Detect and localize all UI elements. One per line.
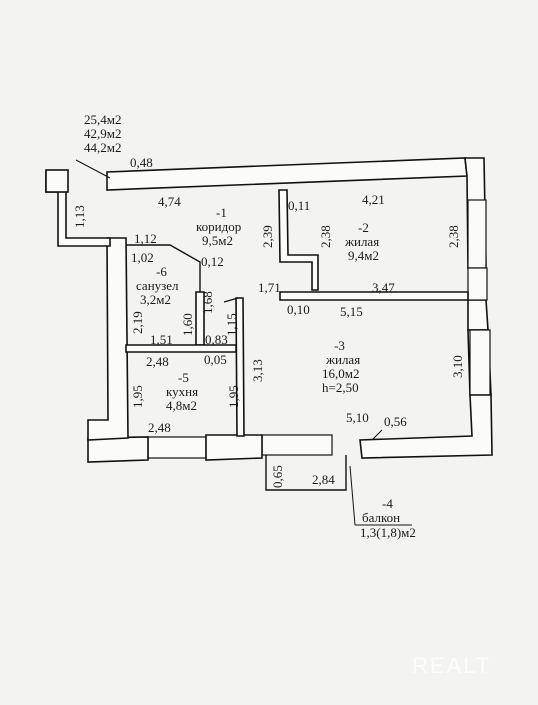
- kitchen-name: кухня: [166, 384, 198, 399]
- kitchen-number: -5: [178, 370, 189, 385]
- total-area-3: 44,2м2: [84, 140, 121, 155]
- dim-0-05: 0,05: [204, 352, 227, 367]
- dim-0-11: 0,11: [288, 198, 310, 213]
- bathroom-bottom-wall: [125, 344, 237, 353]
- left-wall: [87, 237, 129, 441]
- dim-0-83: 0,83: [205, 332, 228, 347]
- dim-4-74: 4,74: [158, 194, 181, 209]
- dim-1-60: 1,60: [180, 313, 195, 336]
- bottom-left-wall: [87, 436, 149, 463]
- dim-3-10: 3,10: [450, 355, 465, 378]
- dim-2-48-b: 2,48: [148, 420, 171, 435]
- balcony-outline: [265, 455, 347, 491]
- living2-name: жилая: [344, 234, 379, 249]
- dim-1-12: 1,12: [134, 231, 157, 246]
- living2-number: -2: [358, 220, 369, 235]
- dim-5-15: 5,15: [340, 304, 363, 319]
- dim-2-38-a: 2,38: [318, 225, 333, 248]
- balcony-leader-line: [349, 465, 356, 526]
- watermark-logo: REALT: [412, 653, 491, 678]
- dim-4-21: 4,21: [362, 192, 385, 207]
- balcony-door: [261, 434, 333, 456]
- dim-0-48: 0,48: [130, 155, 153, 170]
- dim-1-95-a: 1,95: [130, 385, 145, 408]
- dim-2-39: 2,39: [260, 225, 275, 248]
- right-wall-middle: [467, 299, 489, 331]
- dim-1-51: 1,51: [150, 332, 173, 347]
- bottom-right-wall: [359, 394, 493, 459]
- leader-line-056: [371, 429, 383, 441]
- corridor-number: -1: [216, 205, 227, 220]
- total-area-2: 42,9м2: [84, 126, 121, 141]
- dim-0-56: 0,56: [384, 414, 407, 429]
- balcony-name: балкон: [362, 510, 400, 525]
- dim-1-95-b: 1,95: [226, 385, 241, 408]
- partition-corridor-living2: [278, 189, 319, 291]
- dim-1-15: 1,15: [224, 313, 239, 336]
- total-area-1: 25,4м2: [84, 112, 121, 127]
- dim-2-84: 2,84: [312, 472, 335, 487]
- bathroom-number: -6: [156, 264, 167, 279]
- dim-0-10: 0,10: [287, 302, 310, 317]
- dim-0-12: 0,12: [201, 254, 224, 269]
- dim-2-38-b: 2,38: [446, 225, 461, 248]
- dim-3-47: 3,47: [372, 280, 395, 295]
- window-right-upper: [467, 199, 487, 269]
- dim-1-13: 1,13: [72, 205, 87, 228]
- living3-area: 16,0м2: [322, 366, 359, 381]
- leader-line-area: [75, 159, 111, 179]
- balcony-area: 1,3(1,8)м2: [360, 525, 416, 540]
- dim-2-19: 2,19: [130, 311, 145, 334]
- living2-area: 9,4м2: [348, 248, 379, 263]
- bathroom-name: санузел: [136, 278, 179, 293]
- dim-5-10: 5,10: [346, 410, 369, 425]
- top-wall: [106, 157, 468, 191]
- bottom-wall-middle: [205, 434, 263, 461]
- dim-3-13: 3,13: [250, 359, 265, 382]
- dim-1-02: 1,02: [131, 250, 154, 265]
- partition-living2-living3: [279, 291, 469, 301]
- dim-1-68: 1,68: [200, 291, 215, 314]
- living3-number: -3: [334, 338, 345, 353]
- window-bottom-kitchen: [147, 436, 207, 459]
- window-right-lower: [469, 329, 491, 396]
- bathroom-top-wall: [126, 244, 201, 292]
- dim-1-71: 1,71: [258, 280, 281, 295]
- window-right-middle: [467, 267, 488, 301]
- corridor-area: 9,5м2: [202, 233, 233, 248]
- dim-0-65: 0,65: [270, 465, 285, 488]
- ceiling-height: h=2,50: [322, 380, 359, 395]
- balcony-number: -4: [382, 496, 393, 511]
- vent-box: [45, 169, 69, 193]
- dim-2-48-a: 2,48: [146, 354, 169, 369]
- corridor-name: коридор: [196, 219, 241, 234]
- partition-living3-left: [235, 297, 245, 437]
- living3-name: жилая: [325, 352, 360, 367]
- bathroom-area: 3,2м2: [140, 292, 171, 307]
- corridor-inner-wall: [223, 297, 239, 303]
- kitchen-area: 4,8м2: [166, 398, 197, 413]
